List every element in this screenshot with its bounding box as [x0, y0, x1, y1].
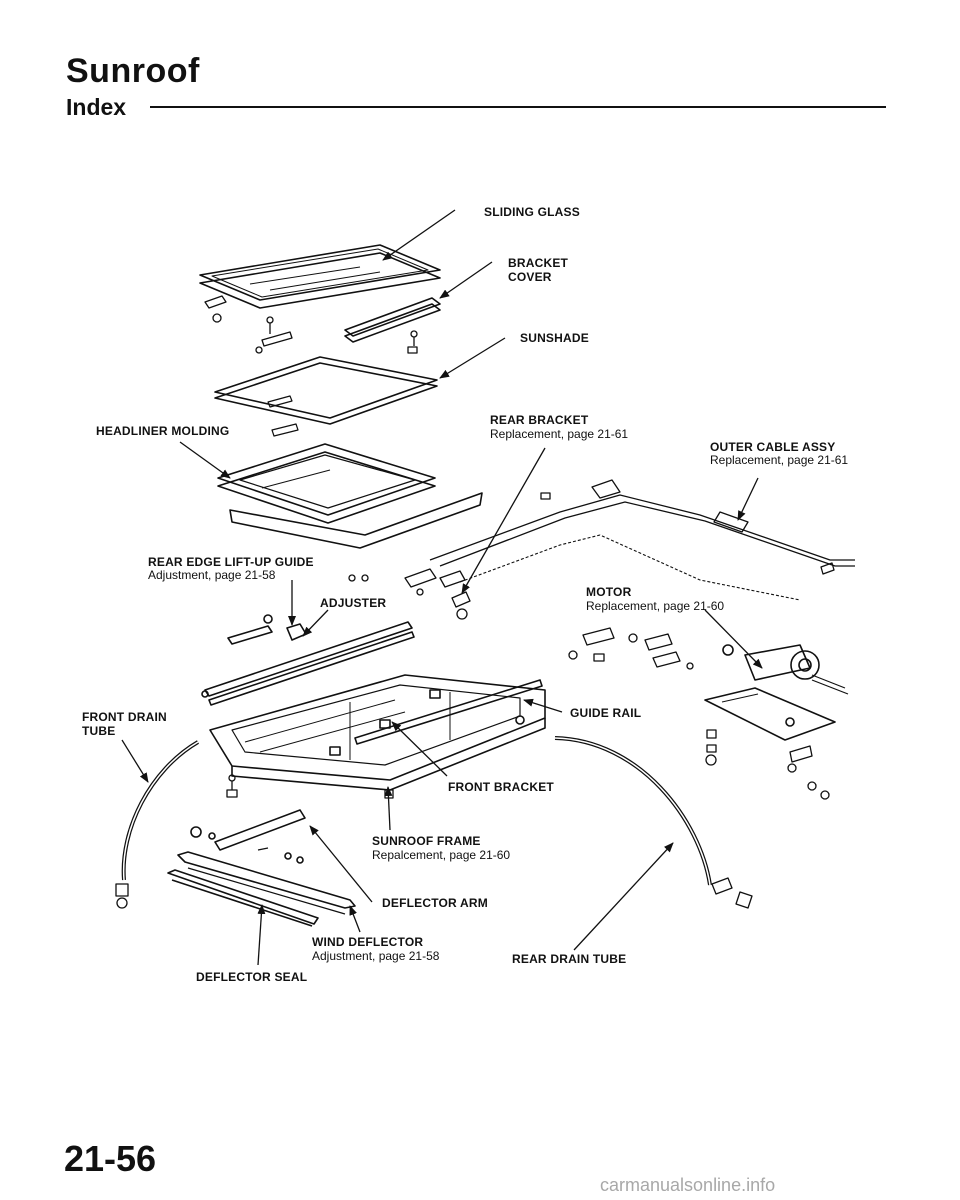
label-wind-deflector-sub: Adjustment, page 21-58 — [312, 949, 440, 963]
label-sunshade: SUNSHADE — [520, 331, 589, 345]
label-guide-rail: GUIDE RAIL — [570, 706, 642, 720]
label-outer-cable-sub: Replacement, page 21-61 — [710, 453, 849, 467]
rear-drain-fitting — [711, 877, 753, 909]
sunroof-frame-part — [201, 674, 546, 791]
leader-sunshade — [439, 337, 506, 379]
leader-sunroof-frame — [384, 786, 393, 831]
rear-bracket-hardware — [348, 492, 551, 620]
label-bracket-cover-line1: BRACKET — [508, 256, 569, 270]
motor-part — [722, 644, 849, 695]
label-rear-drain-tube: REAR DRAIN TUBE — [512, 952, 627, 966]
front-drain-fitting — [115, 883, 129, 909]
leader-motor — [704, 609, 763, 669]
motor-bracket-plate — [704, 687, 836, 741]
leader-outer-cable — [737, 477, 759, 521]
label-bracket-cover-line2: COVER — [508, 270, 552, 284]
rear-drain-tube-inner — [554, 737, 711, 886]
section-subtitle: Index — [66, 94, 127, 120]
header-rule — [150, 106, 886, 108]
deflector-arm-part — [190, 809, 306, 864]
label-wind-deflector: WIND DEFLECTOR — [312, 935, 424, 949]
front-drain-tube-inner — [122, 741, 199, 881]
label-rear-edge-guide-sub: Adjustment, page 21-58 — [148, 568, 276, 582]
drive-cable — [459, 534, 801, 601]
hardware-upper — [204, 295, 418, 354]
label-front-bracket: FRONT BRACKET — [448, 780, 554, 794]
label-adjuster: ADJUSTER — [320, 596, 387, 610]
leader-guide-rail — [523, 698, 563, 713]
rear-drain-tube-part — [554, 736, 712, 886]
label-deflector-seal: DEFLECTOR SEAL — [196, 970, 308, 984]
outer-cable-part — [429, 479, 855, 567]
label-front-drain-line2: TUBE — [82, 724, 116, 738]
leader-deflector-arm — [309, 825, 373, 903]
right-bolts — [705, 729, 830, 800]
motor-hardware — [568, 562, 835, 670]
watermark: carmanualsonline.info — [600, 1175, 776, 1195]
label-front-drain-line1: FRONT DRAIN — [82, 710, 167, 724]
leader-headliner — [179, 441, 231, 479]
label-outer-cable: OUTER CABLE ASSY — [710, 440, 836, 454]
front-drain-tube-part — [121, 740, 200, 881]
leader-rear-bracket — [461, 447, 546, 594]
leader-sliding-glass — [382, 209, 456, 261]
label-sunroof-frame: SUNROOF FRAME — [372, 834, 481, 848]
page-number: 21-56 — [64, 1138, 157, 1179]
leader-front-drain — [121, 739, 149, 783]
page-title: Sunroof — [66, 52, 200, 90]
guide-rail-left — [204, 621, 415, 706]
label-rear-bracket-sub: Replacement, page 21-61 — [490, 427, 629, 441]
label-rear-bracket: REAR BRACKET — [490, 413, 589, 427]
label-motor: MOTOR — [586, 585, 632, 599]
label-motor-sub: Replacement, page 21-60 — [586, 599, 725, 613]
leader-rear-drain — [573, 842, 674, 951]
headliner-molding-part — [217, 443, 436, 524]
sunshade-part — [214, 356, 438, 437]
leader-adjuster — [302, 609, 329, 637]
label-sliding-glass: SLIDING GLASS — [484, 205, 580, 219]
label-headliner-molding: HEADLINER MOLDING — [96, 424, 230, 438]
label-deflector-arm: DEFLECTOR ARM — [382, 896, 488, 910]
leader-front-bracket — [391, 721, 448, 777]
bracket-cover-part — [344, 297, 441, 343]
seal-ring-part — [229, 492, 483, 549]
sliding-glass-part — [199, 244, 441, 309]
leader-wind-deflector — [349, 905, 361, 933]
label-rear-edge-guide: REAR EDGE LIFT-UP GUIDE — [148, 555, 314, 569]
label-sunroof-frame-sub: Repalcement, page 21-60 — [372, 848, 511, 862]
adjuster-part — [227, 614, 307, 645]
wind-deflector-part — [177, 851, 356, 915]
leader-bracket-cover — [439, 261, 493, 299]
leader-deflector-seal — [257, 904, 266, 966]
